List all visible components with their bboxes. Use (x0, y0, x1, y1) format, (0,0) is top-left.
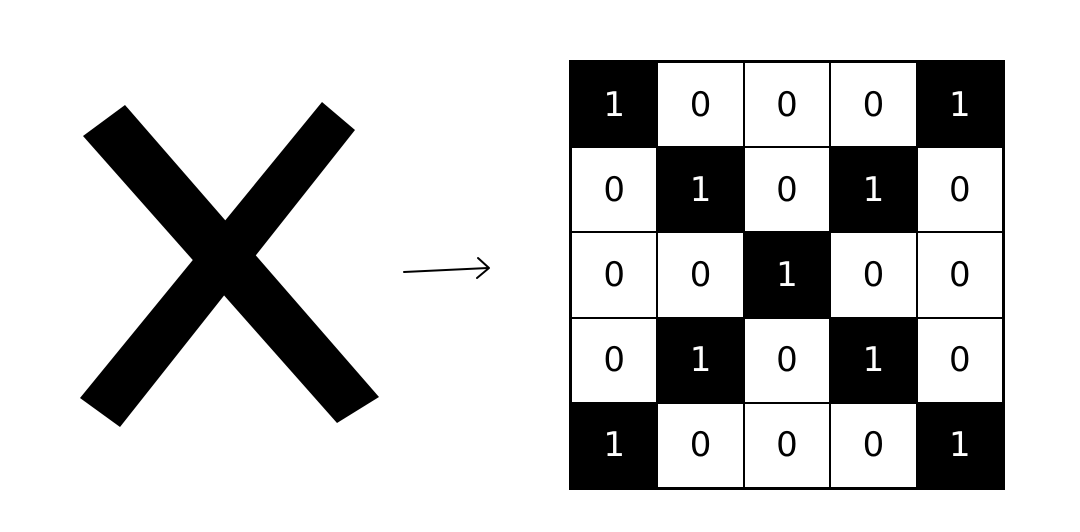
grid-cell: 1 (571, 402, 658, 488)
grid-cell: 0 (743, 147, 831, 233)
grid-cell: 0 (571, 232, 658, 318)
grid-cell: 0 (916, 317, 1003, 403)
grid-cell: 0 (571, 317, 658, 403)
grid-cell: 0 (743, 402, 831, 488)
grid-cell: 1 (830, 317, 917, 403)
x-stroke-ascending (80, 102, 355, 427)
grid-cell: 0 (743, 62, 831, 148)
grid-cell: 1 (916, 62, 1003, 148)
grid-cell: 0 (830, 232, 917, 318)
grid-cell: 0 (571, 147, 658, 233)
right-arrow-icon (403, 257, 490, 279)
grid-cell: 0 (743, 317, 831, 403)
arrow-head (476, 257, 490, 279)
grid-cell: 0 (657, 62, 744, 148)
grid-cell: 1 (657, 147, 744, 233)
grid-cell: 0 (916, 232, 1003, 318)
grid-cell: 0 (657, 402, 744, 488)
grid-cell: 1 (657, 317, 744, 403)
grid-cell: 0 (830, 402, 917, 488)
grid-cell: 0 (830, 62, 917, 148)
grid-cell: 0 (657, 232, 744, 318)
grid-cell: 0 (916, 147, 1003, 233)
arrow-shaft (403, 267, 489, 273)
grid-cell: 1 (916, 402, 1003, 488)
grid-cell: 1 (571, 62, 658, 148)
x-shape-icon (80, 102, 379, 427)
grid-cell: 1 (830, 147, 917, 233)
grid-cell: 1 (743, 232, 831, 318)
